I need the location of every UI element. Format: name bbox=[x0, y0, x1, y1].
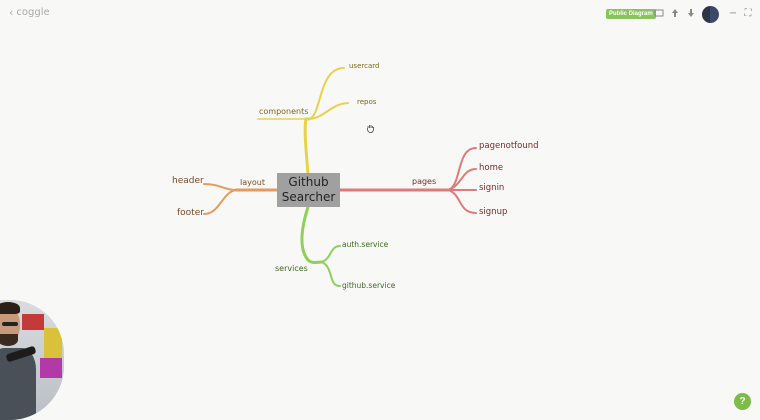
root-label-line2: Searcher bbox=[281, 190, 336, 204]
brand-logo: coggle bbox=[16, 7, 50, 18]
upload-icon[interactable] bbox=[669, 8, 681, 20]
node-layout[interactable]: layout bbox=[240, 178, 265, 187]
node-repos[interactable]: repos bbox=[357, 98, 377, 106]
branch-line-auth-service bbox=[321, 245, 341, 263]
node-header[interactable]: header bbox=[172, 176, 204, 186]
chevron-left-icon: ‹ bbox=[9, 6, 14, 19]
back-to-coggle-link[interactable]: ‹ coggle bbox=[9, 6, 50, 19]
node-services[interactable]: services bbox=[275, 264, 308, 273]
node-github-service[interactable]: github.service bbox=[342, 281, 396, 290]
branch-line-repos bbox=[308, 102, 349, 120]
branch-line-header bbox=[203, 183, 237, 191]
top-bar: ‹ coggle Public Diagram − ⛶ bbox=[0, 0, 760, 28]
node-auth-service[interactable]: auth.service bbox=[342, 240, 389, 249]
branch-line-usercard bbox=[308, 67, 345, 120]
branch-line-github-service bbox=[321, 261, 341, 287]
help-button[interactable]: ? bbox=[734, 393, 751, 410]
branch-line-components bbox=[303, 117, 311, 176]
branch-line-services bbox=[300, 205, 324, 264]
download-icon[interactable] bbox=[685, 8, 697, 20]
node-home[interactable]: home bbox=[479, 163, 504, 173]
webcam-overlay bbox=[0, 300, 64, 420]
present-icon[interactable] bbox=[653, 8, 665, 20]
grab-cursor-icon bbox=[366, 124, 375, 135]
branch-line-signup bbox=[447, 189, 477, 214]
node-signin[interactable]: signin bbox=[479, 183, 505, 193]
node-pages[interactable]: pages bbox=[412, 177, 437, 186]
public-diagram-badge[interactable]: Public Diagram bbox=[606, 9, 656, 19]
avatar[interactable] bbox=[702, 6, 719, 23]
root-label-line1: Github bbox=[288, 175, 329, 189]
root-node[interactable]: Github Searcher bbox=[277, 173, 340, 207]
branch-line-home bbox=[447, 168, 477, 191]
fullscreen-icon[interactable]: ⛶ bbox=[744, 8, 752, 19]
node-pagenotfound[interactable]: pagenotfound bbox=[479, 141, 539, 151]
node-components[interactable]: components bbox=[259, 107, 309, 116]
zoom-out-icon[interactable]: − bbox=[728, 8, 738, 19]
node-footer[interactable]: footer bbox=[177, 208, 204, 218]
node-signup[interactable]: signup bbox=[479, 207, 508, 217]
node-usercard[interactable]: usercard bbox=[349, 62, 380, 70]
branch-line-footer bbox=[203, 189, 237, 215]
